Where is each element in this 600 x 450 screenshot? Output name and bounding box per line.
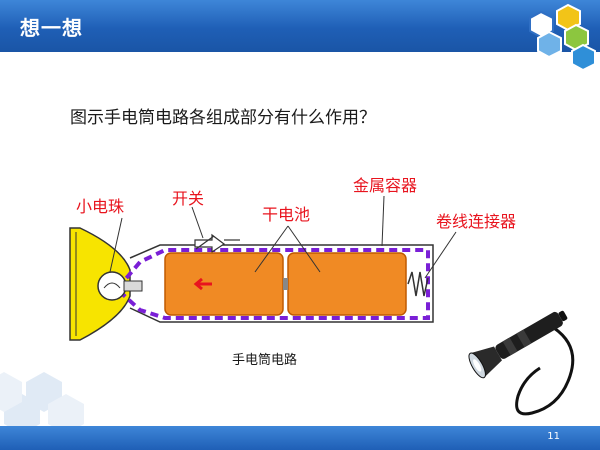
question-text: 图示手电筒电路各组成部分有什么作用？ xyxy=(70,108,376,128)
page-title: 想一想 xyxy=(20,16,83,40)
flashlight-photo-icon xyxy=(468,310,575,416)
diagram-caption: 手电筒电路 xyxy=(232,353,298,368)
flashlight-body xyxy=(129,244,434,323)
circuit-path xyxy=(116,248,430,320)
spring-icon xyxy=(407,271,429,297)
label-battery: 干电池 xyxy=(262,205,310,224)
title-bar: 想一想 xyxy=(0,0,600,52)
battery-2 xyxy=(287,252,407,316)
label-bulb: 小电珠 xyxy=(76,197,124,216)
bulb-icon xyxy=(97,271,127,301)
label-switch: 开关 xyxy=(172,189,204,208)
label-spring-connector: 卷线连接器 xyxy=(436,212,516,231)
footer-bar: 11 xyxy=(0,426,600,450)
battery-1 xyxy=(164,252,284,316)
label-metal-container: 金属容器 xyxy=(353,176,417,195)
page-number: 11 xyxy=(547,431,560,442)
